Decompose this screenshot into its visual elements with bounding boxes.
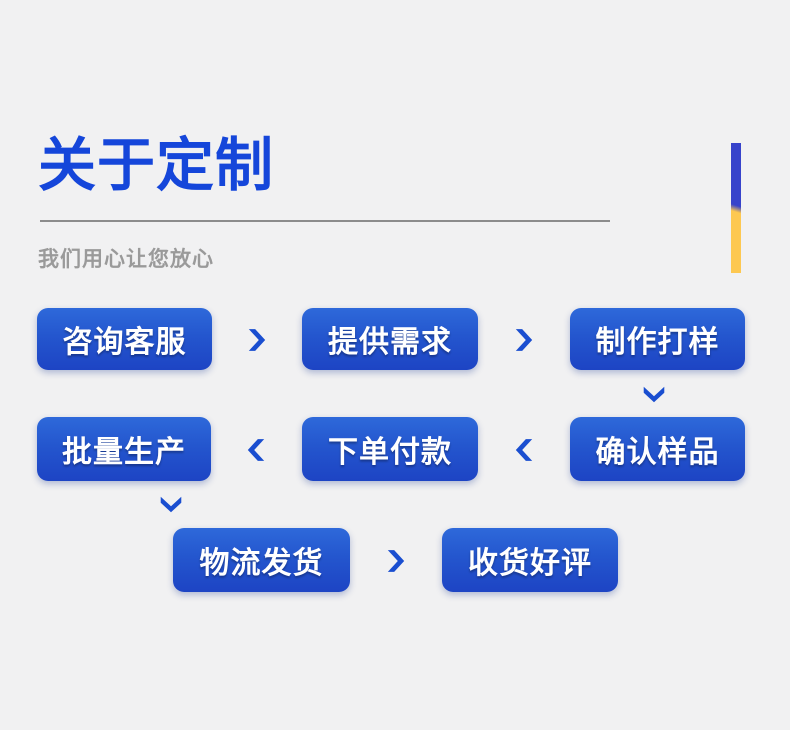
arrow-left-icon (247, 439, 265, 461)
arrow-left-icon (515, 439, 533, 461)
accent-bar (731, 143, 741, 273)
step-mass-production: 批量生产 (37, 417, 211, 481)
step-order-payment: 下单付款 (302, 417, 478, 481)
arrow-down-icon (643, 386, 665, 403)
step-receive-review: 收货好评 (442, 528, 618, 592)
step-confirm-sample: 确认样品 (570, 417, 745, 481)
step-consult-service: 咨询客服 (37, 308, 212, 370)
step-make-sample: 制作打样 (570, 308, 745, 370)
arrow-down-icon (160, 496, 182, 513)
step-logistics-shipping: 物流发货 (173, 528, 350, 592)
arrow-right-icon (515, 329, 533, 351)
step-provide-requirements: 提供需求 (302, 308, 478, 370)
page-title: 关于定制 (38, 133, 275, 198)
arrow-right-icon (387, 550, 405, 572)
divider-line (40, 220, 610, 222)
arrow-right-icon (248, 329, 266, 351)
page-subtitle: 我们用心让您放心 (38, 248, 214, 271)
